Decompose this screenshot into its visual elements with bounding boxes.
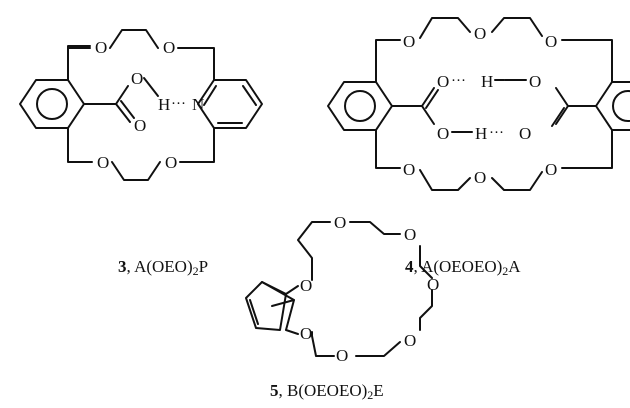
oxygen-label: O <box>427 275 439 294</box>
oxygen-label: O <box>334 213 346 232</box>
compound-formula-end: E <box>373 381 384 400</box>
oxygen-label: O <box>474 24 486 43</box>
oxygen-label: O <box>336 346 348 365</box>
oxygen-label: O <box>437 72 449 91</box>
oxygen-label: O <box>134 116 146 135</box>
oxygen-label: O <box>403 160 415 179</box>
compound-4-labels: O O O O O O O ··· H O O H ··· O <box>403 24 557 187</box>
formula-subscript: 2 <box>502 264 509 278</box>
oxygen-label: O <box>97 153 109 172</box>
hydrogen-label: H <box>158 95 170 114</box>
oxygen-label: O <box>545 32 557 51</box>
hbond-dots: ··· <box>489 125 504 141</box>
aromatic-circle-left <box>36 88 68 120</box>
compound-number: 3 <box>118 257 127 276</box>
compound-number: 4 <box>405 257 414 276</box>
compound-formula: A(OEOEO) <box>421 257 503 276</box>
nitrogen-label: N <box>192 95 204 114</box>
compound-4-caption: 4, A(OEOEO)2A <box>405 257 521 278</box>
benzene-ring-4-left <box>327 81 393 131</box>
compound-5-labels: O O O O O O O <box>300 213 439 365</box>
bicyclic-ring <box>245 281 287 331</box>
compound-3-caption: 3, A(OEO)2P <box>118 257 209 278</box>
formula-subscript: 2 <box>192 264 199 278</box>
oxygen-label: O <box>300 324 312 343</box>
compound-5-structure <box>245 221 433 357</box>
benzene-ring-left <box>19 79 85 129</box>
crown-chain-top-3 <box>67 45 91 81</box>
compound-3-structure <box>19 29 263 181</box>
oxygen-label: O <box>163 38 175 57</box>
formula-subscript: 2 <box>367 388 374 402</box>
oxygen-label: O <box>404 331 416 350</box>
oxygen-label: O <box>437 124 449 143</box>
oxygen-label: O <box>519 124 531 143</box>
hydrogen-label: H <box>475 124 487 143</box>
hydrogen-label: H <box>481 72 493 91</box>
compound-formula-end: P <box>198 257 209 276</box>
oxygen-label: O <box>300 276 312 295</box>
compound-3-labels: O O O O O O H ··· N <box>95 38 204 172</box>
hbond-dots: ··· <box>171 96 186 112</box>
oxygen-label: O <box>95 38 107 57</box>
compound-5-caption: 5, B(OEOEO)2E <box>270 381 384 402</box>
pyridine-ring <box>197 79 263 129</box>
compound-number: 5 <box>270 381 279 400</box>
oxygen-label: O <box>529 72 541 91</box>
oxygen-label: O <box>131 69 143 88</box>
oxygen-label: O <box>165 153 177 172</box>
oxygen-label: O <box>474 168 486 187</box>
hbond-dots: ··· <box>451 73 466 89</box>
compound-formula-end: A <box>508 257 521 276</box>
oxygen-label: O <box>403 32 415 51</box>
compound-formula: A(OEO) <box>134 257 193 276</box>
compound-formula: B(OEOEO) <box>287 381 368 400</box>
oxygen-label: O <box>545 160 557 179</box>
compound-4-structure <box>327 17 630 191</box>
oxygen-label: O <box>404 225 416 244</box>
